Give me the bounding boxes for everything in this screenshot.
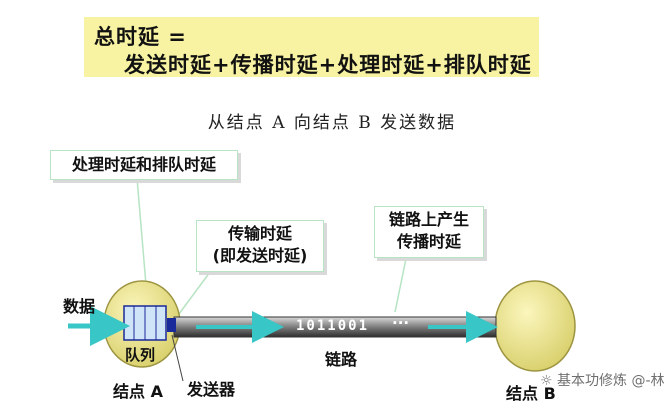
- callout-transmission-line2: (即发送时延): [212, 246, 308, 265]
- watermark: ☼ 基本功修炼 @-林泽宇: [540, 370, 664, 390]
- sender-pointer: [171, 334, 184, 382]
- sender-block: [167, 318, 176, 332]
- callout-propagation-line2: 传播时延: [396, 232, 461, 251]
- watermark-text: 基本功修炼 @-林泽宇: [557, 373, 664, 389]
- label-dots: ···: [392, 314, 410, 332]
- callout-propagation-line1: 链路上产生: [388, 210, 469, 229]
- formula-components: 发送时延+传播时延+处理时延+排队时延: [124, 53, 532, 77]
- label-bits: 1011001: [296, 318, 370, 334]
- callout-pointer-transmission: [175, 267, 214, 319]
- callout-processing-queueing-text: 处理时延和排队时延: [71, 155, 216, 174]
- callout-pointer-propagation: [394, 253, 408, 313]
- label-node-a: 结点 A: [113, 382, 163, 401]
- label-sender: 发送器: [187, 380, 236, 399]
- callout-transmission-line1: 传输时延: [227, 224, 292, 243]
- callout-processing-queueing: 处理时延和排队时延: [50, 150, 238, 180]
- diagram-subtitle: 从结点 A 向结点 B 发送数据: [207, 113, 457, 133]
- watermark-icon: ☼: [540, 373, 558, 389]
- formula-box: 总时延 = 发送时延+传播时延+处理时延+排队时延: [84, 17, 539, 77]
- formula-total: 总时延 =: [94, 25, 187, 49]
- callout-transmission: 传输时延 (即发送时延): [196, 220, 324, 272]
- label-link: 链路: [325, 350, 358, 369]
- label-data: 数据: [63, 297, 96, 316]
- node-b-circle: [494, 280, 576, 372]
- label-queue: 队列: [125, 346, 156, 364]
- callout-pointer-processing: [136, 177, 147, 286]
- label-node-b: 结点 B: [506, 384, 556, 403]
- callout-propagation: 链路上产生 传播时延: [374, 206, 484, 258]
